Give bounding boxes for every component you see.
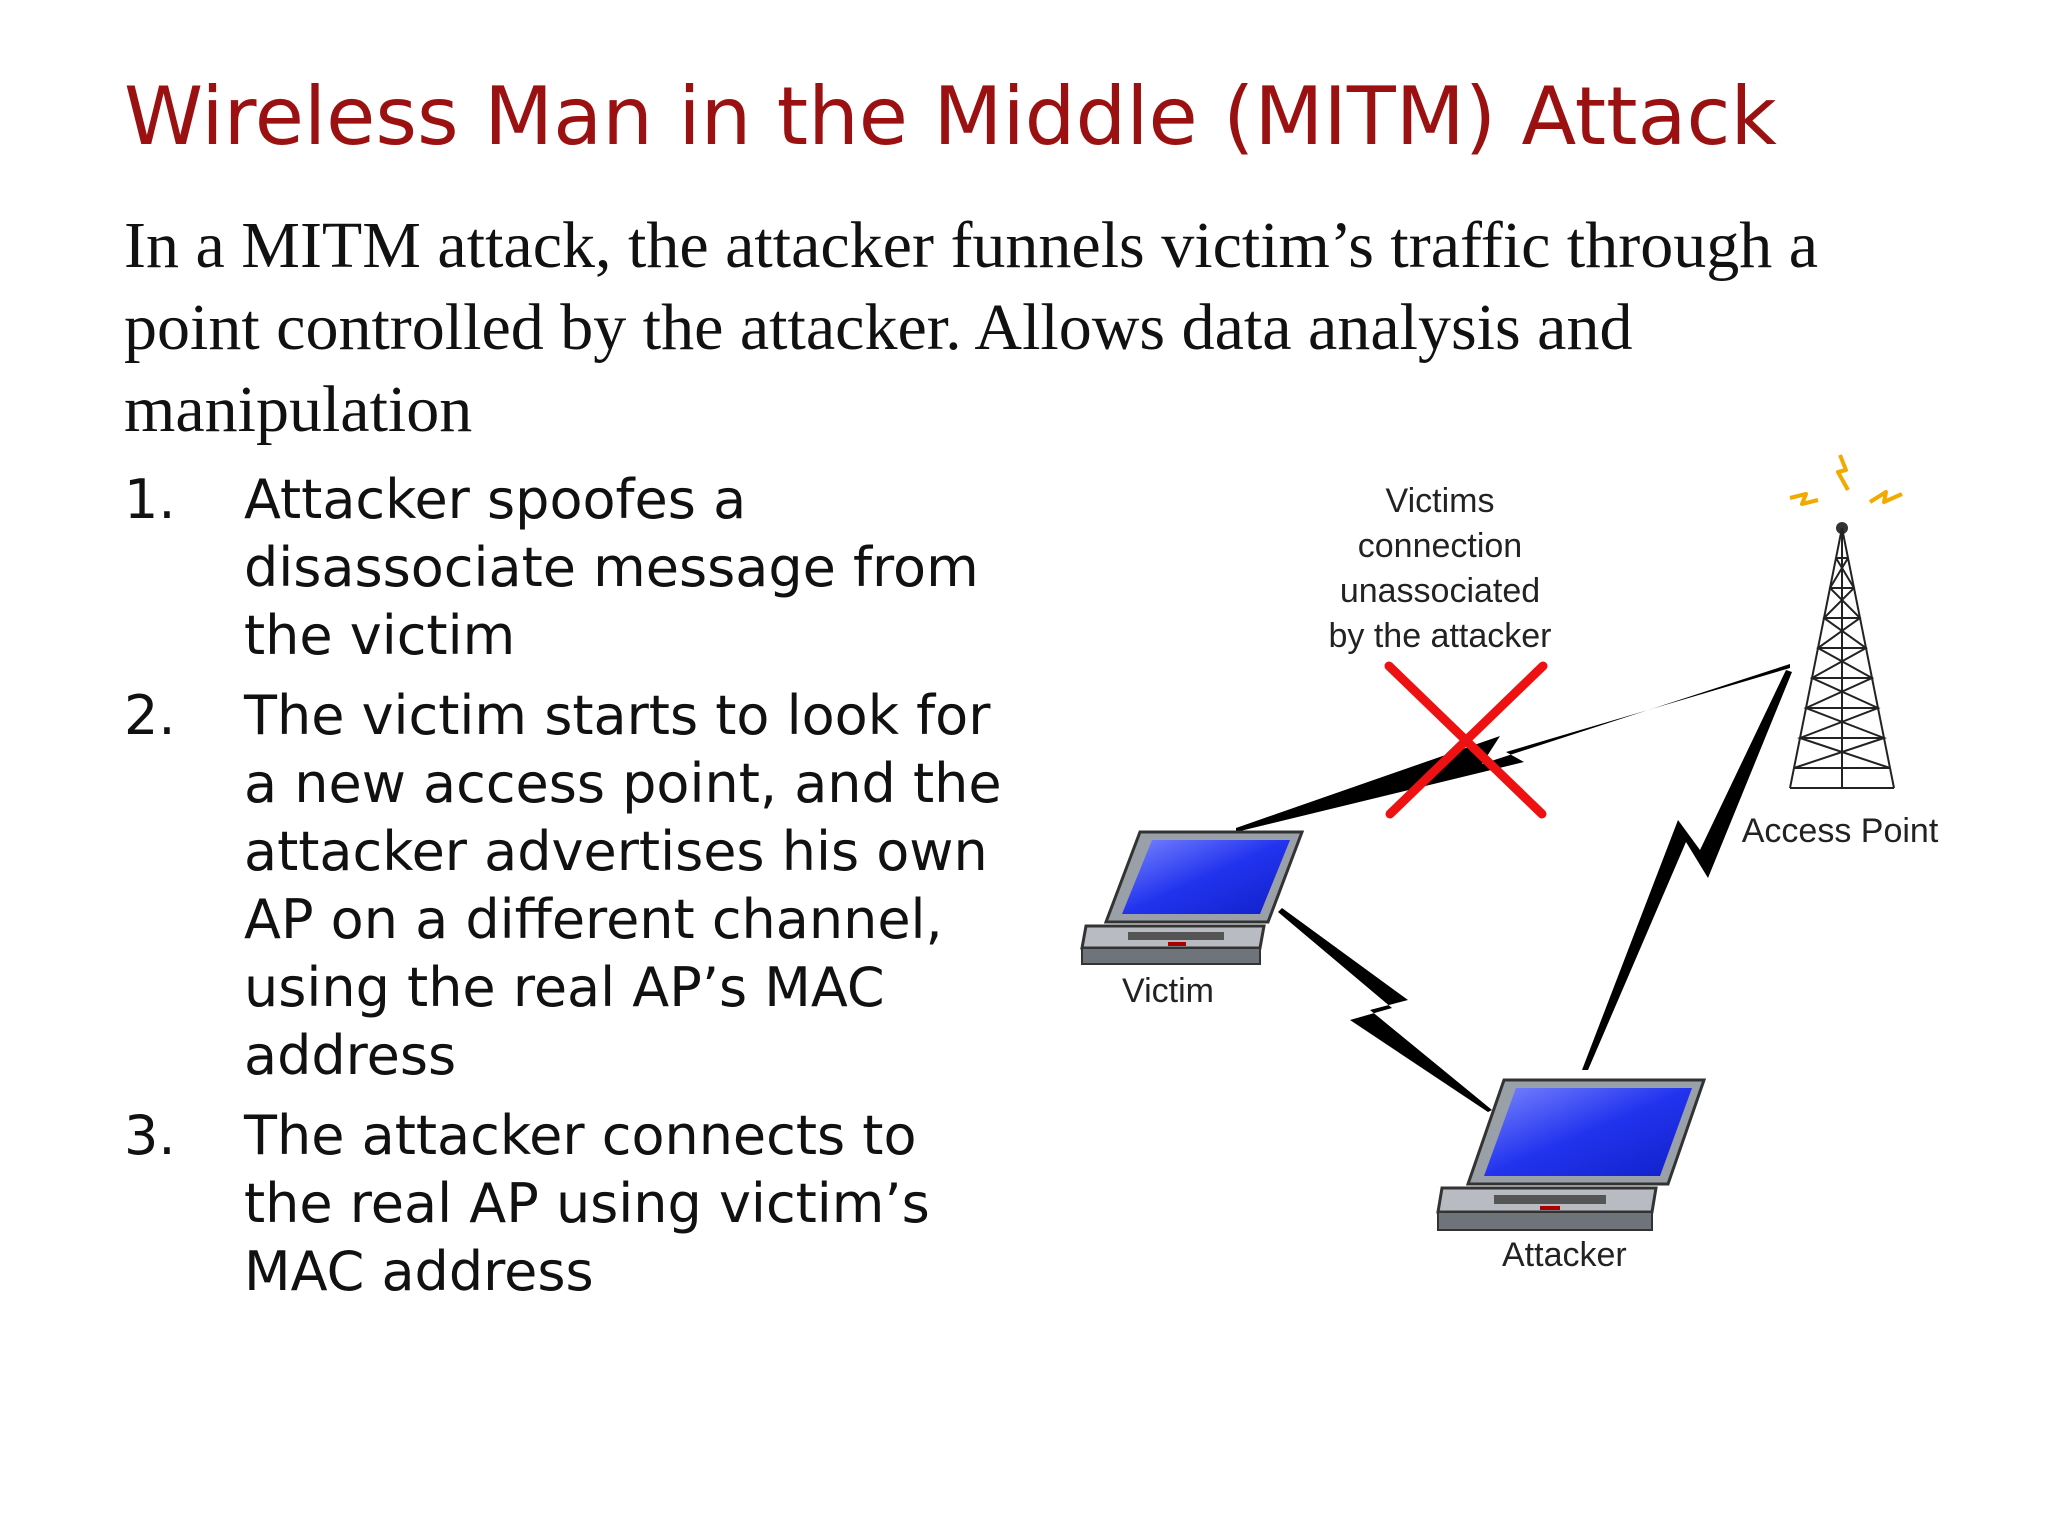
steps-list: 1. Attacker spoofes a disassociate messa… — [124, 466, 1004, 1318]
tower-icon — [1789, 454, 1903, 789]
victim-attacker-link — [1278, 908, 1492, 1112]
step-item: 3. The attacker connects to the real AP … — [124, 1102, 1004, 1306]
cross-icon — [1384, 661, 1548, 819]
attacker-label: Attacker — [1502, 1236, 1627, 1274]
step-item: 2. The victim starts to look for a new a… — [124, 682, 1004, 1090]
step-item: 1. Attacker spoofes a disassociate messa… — [124, 466, 1004, 670]
note-line: Victims — [1386, 482, 1495, 520]
attacker-ap-link — [1582, 670, 1792, 1070]
signal-icon — [1789, 454, 1903, 506]
mitm-diagram: Victims connection unassociated by the a… — [1080, 454, 1939, 1274]
victim-label: Victim — [1122, 972, 1214, 1010]
step-number: 1. — [124, 468, 176, 531]
intro-paragraph: In a MITM attack, the attacker funnels v… — [124, 209, 1819, 446]
laptop-icon — [1436, 1078, 1707, 1231]
victim-ap-link — [1236, 664, 1790, 832]
step-text: The attacker connects to the real AP usi… — [244, 1104, 930, 1303]
note-line: unassociated — [1340, 572, 1540, 610]
access-point-label: Access Point — [1742, 812, 1939, 850]
step-text: The victim starts to look for a new acce… — [244, 684, 1002, 1087]
note-line: by the attacker — [1328, 617, 1551, 655]
step-number: 2. — [124, 684, 176, 747]
slide-title: Wireless Man in the Middle (MITM) Attack — [124, 70, 1777, 163]
note-line: connection — [1358, 527, 1522, 565]
step-number: 3. — [124, 1104, 176, 1167]
laptop-icon — [1080, 830, 1305, 965]
step-text: Attacker spoofes a disassociate message … — [244, 468, 979, 667]
